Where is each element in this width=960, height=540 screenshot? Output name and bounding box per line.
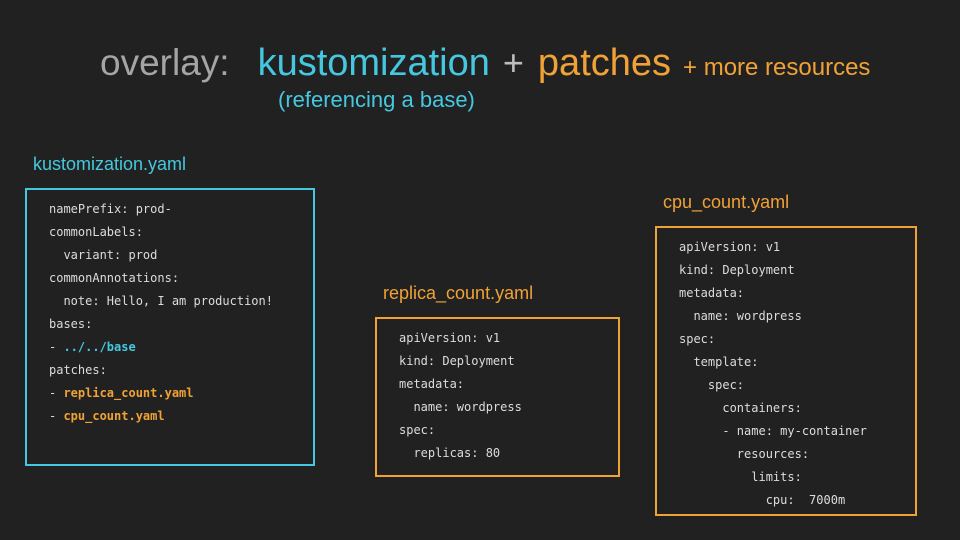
code-line: replicas: 80 [399, 446, 501, 460]
yaml-highlighted-value: replica_count.yaml [63, 386, 194, 400]
panel-label: kustomization.yaml [33, 154, 187, 174]
code-line: cpu: 7000m [679, 493, 846, 507]
code-line: - cpu_count.yaml [49, 405, 307, 428]
yaml-highlighted-value: ../../base [63, 340, 136, 354]
panel-replica-count-yaml: replica_count.yaml apiVersion: v1 kind: D… [375, 283, 620, 477]
code-line: spec: [399, 423, 436, 437]
code-line: variant: prod [49, 248, 158, 262]
code-line: bases: [49, 317, 93, 331]
title-kustomization: kustomization [257, 42, 490, 84]
yaml-list-dash: - [49, 409, 64, 423]
code-line: spec: [679, 332, 716, 346]
yaml-list-dash: - [49, 340, 64, 354]
panel-cpu-count-yaml: cpu_count.yaml apiVersion: v1 kind: Deplo… [655, 192, 917, 516]
code-line: apiVersion: v1 [679, 240, 781, 254]
code-line: template: [679, 355, 759, 369]
code-line: kind: Deployment [679, 263, 795, 277]
code-line: metadata: [399, 377, 465, 391]
title-patches: patches [537, 42, 672, 84]
yaml-highlighted-value: cpu_count.yaml [63, 409, 165, 423]
panel-label: cpu_count.yaml [663, 192, 790, 212]
code-line: name: wordpress [679, 309, 802, 323]
title-subtitle: (referencing a base) [278, 87, 475, 112]
code-line: namePrefix: prod- [49, 202, 172, 216]
code-line: kind: Deployment [399, 354, 515, 368]
code-line: - ../../base [49, 336, 307, 359]
code-box-kustomization: namePrefix: prod-commonLabels: variant: … [25, 188, 315, 466]
panel-kustomization-yaml: kustomization.yaml namePrefix: prod-comm… [25, 154, 315, 466]
code-line: patches: [49, 363, 107, 377]
panel-label: replica_count.yaml [383, 283, 534, 303]
code-line: commonLabels: [49, 225, 143, 239]
code-line: resources: [679, 447, 810, 461]
code-line: name: wordpress [399, 400, 522, 414]
title-more-resources: + more resources [683, 54, 871, 81]
code-line: containers: [679, 401, 802, 415]
code-line: - name: my-container [679, 424, 867, 438]
code-line: spec: [679, 378, 745, 392]
title-overlay: overlay: [100, 42, 230, 83]
code-line: commonAnnotations: [49, 271, 180, 285]
code-line: - replica_count.yaml [49, 382, 307, 405]
code-line: metadata: [679, 286, 745, 300]
yaml-list-dash: - [49, 386, 64, 400]
title-plus-sign: + [502, 42, 524, 83]
slide-title: overlay: kustomization + patches + more … [100, 42, 870, 85]
code-line: note: Hello, I am production! [49, 294, 273, 308]
code-line: limits: [679, 470, 802, 484]
code-line: apiVersion: v1 [399, 331, 501, 345]
